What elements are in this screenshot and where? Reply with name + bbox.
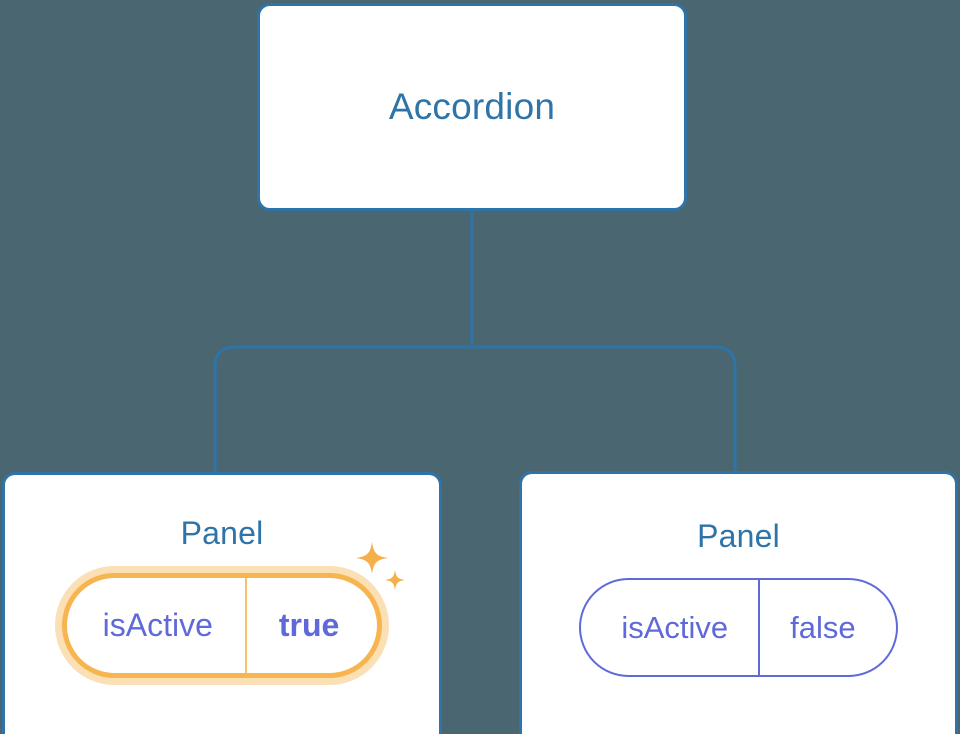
prop-value-label: false	[790, 609, 856, 645]
prop-pill-isactive-false[interactable]: isActive false	[579, 578, 898, 678]
node-accordion[interactable]: Accordion	[257, 3, 687, 211]
prop-pill-wrapper-inactive: isActive false	[579, 578, 898, 678]
prop-key-label: isActive	[102, 607, 213, 644]
node-title-panel-inactive: Panel	[697, 518, 780, 554]
pill-divider	[758, 580, 761, 676]
node-panel-inactive[interactable]: Panel isActive false	[519, 471, 958, 734]
node-title-panel-active: Panel	[180, 515, 264, 551]
pill-divider	[244, 578, 247, 674]
node-panel-active[interactable]: Panel isActive true	[2, 472, 442, 734]
prop-pill-isactive-true[interactable]: isActive true	[61, 573, 383, 679]
prop-key-label: isActive	[621, 609, 729, 645]
prop-pill-wrapper-active: isActive true	[61, 542, 406, 679]
node-title-accordion: Accordion	[388, 85, 556, 127]
prop-value-label: true	[278, 607, 340, 644]
